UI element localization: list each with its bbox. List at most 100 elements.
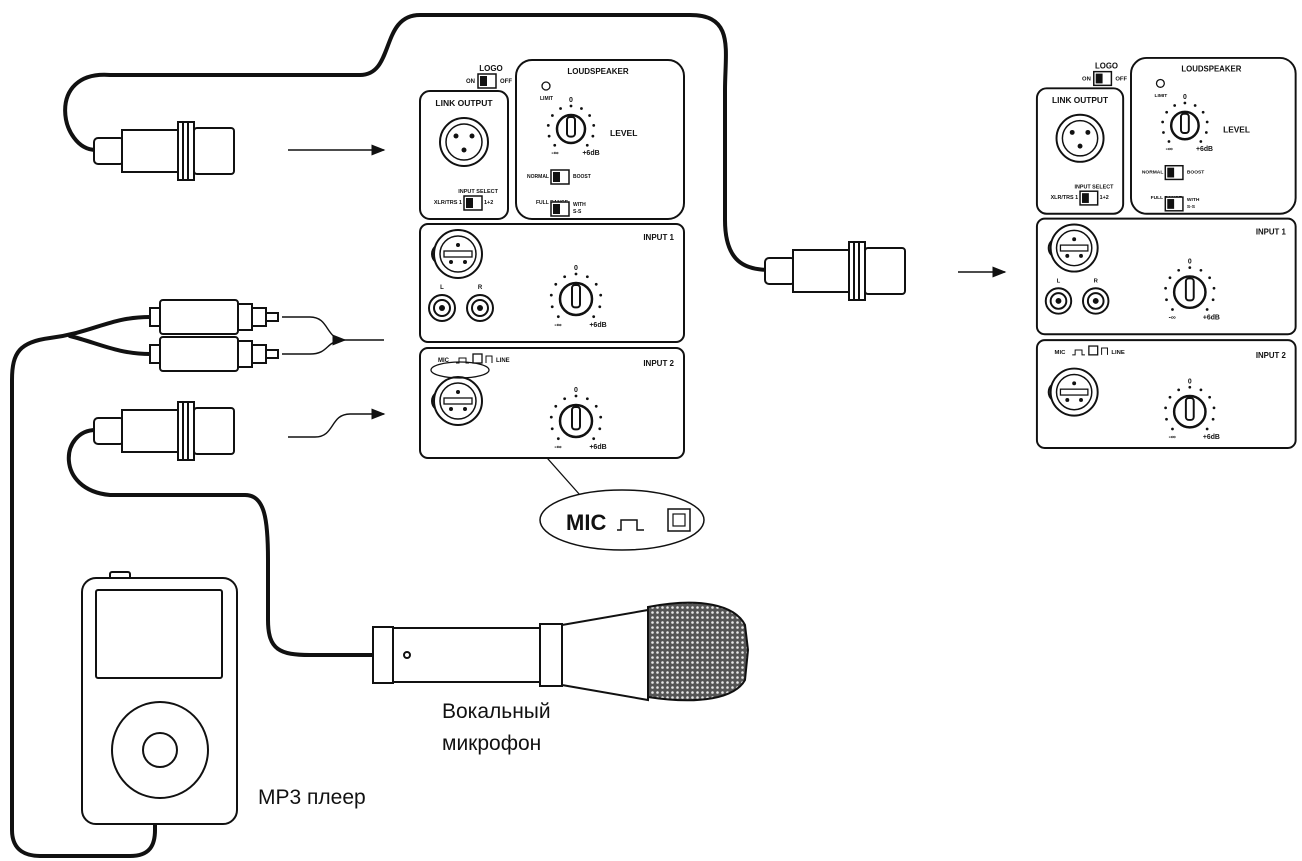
knob-scale-dot <box>1188 266 1192 270</box>
knob-scale-dot <box>591 134 595 138</box>
mp3-player-caption: MP3 плеер <box>258 786 366 809</box>
knob-pointer <box>1184 397 1195 421</box>
combo-jack-slot <box>443 250 473 258</box>
knob-scale-dot <box>594 404 598 408</box>
line-switch-glyph <box>485 355 493 363</box>
rca-jack-r-label: R <box>478 285 483 291</box>
arrow-to-input2 <box>288 408 386 438</box>
knob-scale-dot <box>1199 388 1203 392</box>
combo-jack-pin <box>456 243 460 247</box>
rca-plug-lower <box>149 336 279 372</box>
boost-label: BOOST <box>573 174 591 180</box>
logo-on-label: ON <box>466 79 475 85</box>
knob-scale-dot <box>554 404 558 408</box>
combo-jack-pin <box>1072 381 1077 386</box>
xlr-connector-bottom <box>93 401 235 461</box>
rca-jack-pin <box>477 305 483 311</box>
knob-scale-dot <box>592 437 596 441</box>
knob-scale-dot <box>585 143 589 147</box>
knob-scale-dot <box>1188 385 1192 389</box>
input-select-left: XLR/TRS 1 <box>1051 195 1078 201</box>
knob-min-label: -∞ <box>554 444 561 451</box>
input-select-right: 1+2 <box>484 200 493 206</box>
xlr-output-ring <box>1061 119 1099 157</box>
xlr-pin <box>1077 143 1083 149</box>
knob-scale-dot <box>1165 110 1169 114</box>
link-cable <box>63 13 772 272</box>
knob-scale-dot <box>1201 110 1205 114</box>
logo-title: LOGO <box>479 64 503 73</box>
knob-max-label: +6dB <box>1203 434 1220 441</box>
with-sub-label: WITH <box>1187 197 1200 203</box>
xlr-output-ring <box>445 123 483 161</box>
knob-scale-dot <box>1161 120 1165 124</box>
knob-scale-dot <box>585 275 589 279</box>
knob-scale-dot <box>1205 427 1209 431</box>
knob-scale-dot <box>1208 276 1211 280</box>
knob-min-label: -∞ <box>551 150 558 157</box>
knob-scale-dot <box>563 397 567 401</box>
toggle-switch-lever <box>553 172 560 182</box>
input-select-label: INPUT SELECT <box>1075 184 1115 190</box>
knob-scale-dot <box>1205 308 1209 311</box>
combo-jack-pin <box>449 260 453 264</box>
rca-jack-pin <box>439 305 445 311</box>
microphone <box>372 601 750 702</box>
callout-mic-label: MIC <box>566 510 606 535</box>
input-select-label: INPUT SELECT <box>458 189 498 195</box>
callout-switch-icon <box>617 519 644 531</box>
xlr-pin <box>469 133 475 139</box>
knob-scale-dot <box>599 293 603 297</box>
knob-scale-dot <box>1199 140 1203 143</box>
combo-jack-pin <box>463 260 467 264</box>
knob-scale-dot <box>1165 417 1168 421</box>
mic-line-switch <box>472 353 483 364</box>
knob-scale-dot <box>1168 395 1172 399</box>
input1-title: INPUT 1 <box>1256 227 1287 236</box>
knob-scale-dot <box>592 124 596 127</box>
mic-switch-glyph <box>1072 349 1085 356</box>
combo-jack-pin <box>1065 253 1070 258</box>
knob-scale-dot <box>549 293 553 297</box>
knob-max-label: +6dB <box>1196 146 1213 153</box>
knob-zero-label: 0 <box>574 265 578 272</box>
combo-jack-slot <box>1059 244 1089 252</box>
knob-min-label: -∞ <box>554 322 561 329</box>
knob-scale-dot <box>1167 140 1171 143</box>
microphone-grille <box>647 601 750 702</box>
knob-scale-dot <box>559 107 562 110</box>
input-select-left: XLR/TRS 1 <box>434 200 462 206</box>
knob-zero-label: 0 <box>1188 378 1192 385</box>
mp3-player-center-button <box>142 732 178 768</box>
xlr-pin <box>453 133 459 139</box>
knob-scale-dot <box>553 143 557 147</box>
limit-led <box>541 81 551 91</box>
mic-switch-highlight <box>430 361 490 379</box>
input2-box <box>419 347 685 459</box>
knob-zero-label: 0 <box>1183 94 1187 101</box>
input2-box <box>1035 339 1297 449</box>
boost-label: BOOST <box>1187 170 1204 176</box>
microphone-caption-line1: Вокальный <box>442 700 551 723</box>
mic-switch-label: MIC <box>1055 350 1067 356</box>
loudspeaker-box <box>1130 56 1297 215</box>
toggle-switch-lever <box>480 76 487 86</box>
knob-scale-dot <box>592 315 596 319</box>
logo-off-label: OFF <box>1115 76 1127 82</box>
knob-pointer <box>571 284 581 309</box>
knob-min-label: -∞ <box>1169 315 1176 322</box>
rca-cable-branch <box>68 334 152 356</box>
rca-jack-r-label: R <box>1094 278 1099 284</box>
knob-scale-dot <box>1193 104 1197 107</box>
combo-jack-pin <box>1065 397 1070 402</box>
knob-scale-dot <box>580 107 583 110</box>
loudspeaker-box <box>515 59 685 220</box>
combo-jack-slot <box>443 397 473 405</box>
rca-cable <box>10 315 157 858</box>
knob-scale-dot <box>1205 120 1209 124</box>
knob-scale-dot <box>1212 406 1216 410</box>
knob-scale-dot <box>1204 131 1208 134</box>
knob-scale-dot <box>598 305 602 309</box>
arrows <box>282 144 1007 438</box>
combo-jack-pin <box>1079 397 1083 402</box>
